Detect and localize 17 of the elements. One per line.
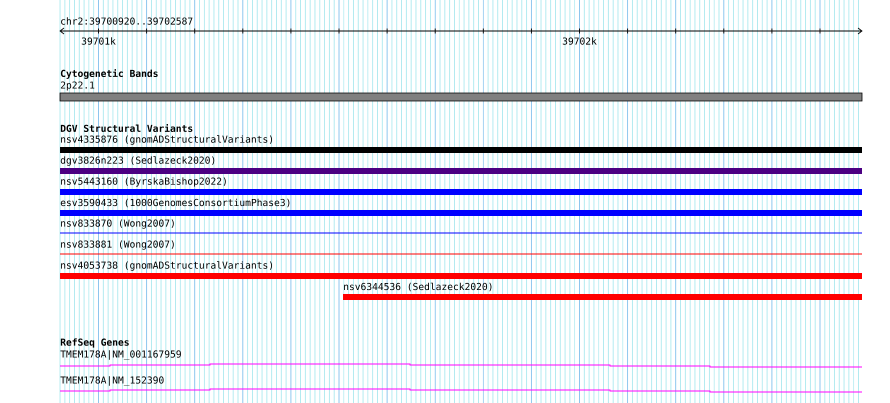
feature-label: nsv4335876 (gnomADStructuralVariants) xyxy=(61,135,272,145)
feature-label: nsv833881 (Wong2007) xyxy=(61,240,174,250)
track-title: RefSeq Genes xyxy=(60,338,129,348)
track-title: DGV Structural Variants xyxy=(60,124,192,132)
track-title: Cytogenetic Bands xyxy=(60,69,158,79)
feature-label: 2p22.1 xyxy=(60,81,94,91)
tick-label: 39701k xyxy=(82,37,116,45)
tick-label: 39702k xyxy=(562,37,597,45)
feature-label: TMEM178A|NM_001167959 xyxy=(60,350,181,360)
feature-label: nsv5443160 (ByrskaBishop2022) xyxy=(61,177,226,187)
feature-label: nsv6344536 (Sedlazeck2020) xyxy=(344,282,492,292)
feature-label: esv3590433 (1000GenomesConsortiumPhase3) xyxy=(60,198,290,208)
feature-label: dgv3826n223 (Sedlazeck2020) xyxy=(60,156,214,166)
coordinate-range: chr2:39700920..39702587 xyxy=(61,17,192,25)
feature-label: TMEM178A|NM_152390 xyxy=(60,376,164,386)
feature-label: nsv4053738 (gnomADStructuralVariants) xyxy=(61,261,272,271)
feature-label: nsv833870 (Wong2007) xyxy=(61,219,174,229)
